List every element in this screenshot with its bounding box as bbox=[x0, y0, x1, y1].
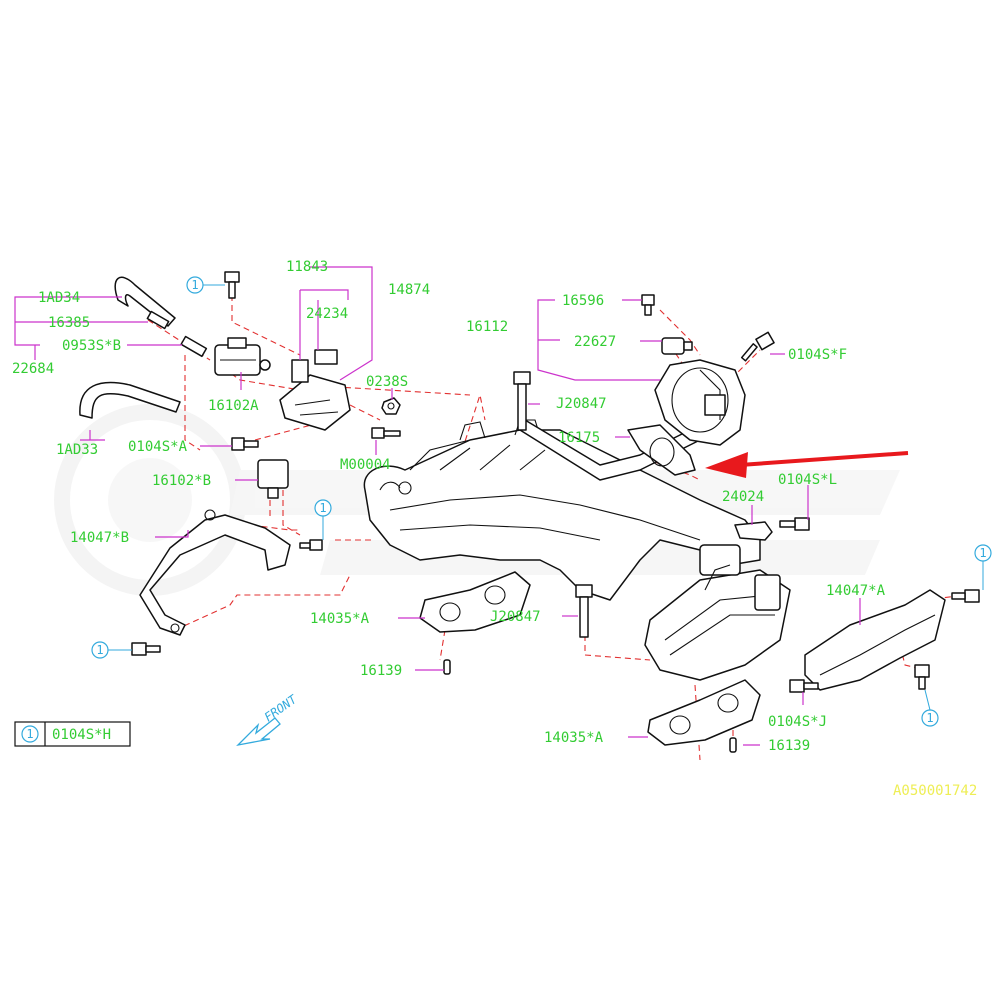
svg-text:1: 1 bbox=[926, 711, 933, 725]
bolt-callout-top bbox=[224, 271, 240, 299]
hose-1ad34 bbox=[114, 276, 176, 327]
label-0104sf: 0104S*F bbox=[788, 347, 847, 363]
pin-16139-b bbox=[729, 737, 737, 753]
part-labels: 1AD34 16385 0953S*B 22684 1AD33 16102A 0… bbox=[12, 259, 886, 754]
gasket-14035a-upper bbox=[419, 571, 531, 633]
label-22684: 22684 bbox=[12, 361, 54, 377]
bolt-16596 bbox=[641, 294, 655, 316]
label-24024: 24024 bbox=[722, 489, 764, 505]
label-14035a-lower: 14035*A bbox=[544, 730, 604, 746]
label-16175: 16175 bbox=[558, 430, 600, 446]
label-14047a: 14047*A bbox=[826, 583, 886, 599]
gasket-16175 bbox=[627, 424, 696, 476]
svg-text:1: 1 bbox=[319, 501, 326, 515]
callout-top: 1 bbox=[186, 276, 225, 294]
label-16596: 16596 bbox=[562, 293, 604, 309]
label-24234: 24234 bbox=[306, 306, 348, 322]
pin-16139-a bbox=[443, 659, 451, 675]
valve-16102b bbox=[257, 459, 289, 499]
nut-0238s bbox=[381, 397, 401, 415]
front-direction-indicator: FRONT bbox=[236, 692, 300, 747]
label-11843: 11843 bbox=[286, 259, 328, 275]
front-label: FRONT bbox=[262, 692, 300, 725]
bolt-m00004 bbox=[371, 427, 401, 439]
label-16102b: 16102*B bbox=[152, 473, 211, 489]
hose-1ad33 bbox=[79, 381, 181, 419]
bolt-14047a-right bbox=[951, 589, 980, 603]
highlight-arrow bbox=[705, 451, 909, 478]
label-16385: 16385 bbox=[48, 315, 90, 331]
bolt-0104sf bbox=[740, 331, 775, 362]
label-22627: 22627 bbox=[574, 334, 616, 350]
leader-lines bbox=[14, 266, 861, 746]
label-j20847-bottom: J20847 bbox=[490, 609, 541, 625]
bolt-14047b-side bbox=[299, 539, 323, 551]
label-m00004: M00004 bbox=[340, 457, 391, 473]
bolt-0104sa bbox=[231, 437, 259, 451]
gasket-14035a-lower bbox=[647, 679, 761, 746]
label-0238s: 0238S bbox=[366, 374, 408, 390]
label-0104sl: 0104S*L bbox=[778, 472, 837, 488]
svg-text:1: 1 bbox=[96, 643, 103, 657]
label-14035a-upper: 14035*A bbox=[310, 611, 370, 627]
label-16139-b: 16139 bbox=[768, 738, 810, 754]
svg-text:1: 1 bbox=[979, 546, 986, 560]
bolt-0104sj bbox=[789, 679, 819, 693]
label-16102a: 16102A bbox=[208, 398, 259, 414]
bolt-j20847-bottom bbox=[575, 584, 593, 638]
label-16112: 16112 bbox=[466, 319, 508, 335]
callout-right-top: 1 bbox=[974, 544, 992, 590]
label-0104sa: 0104S*A bbox=[128, 439, 188, 455]
fitting-16385 bbox=[146, 310, 208, 358]
legend-symbol: 1 bbox=[26, 727, 33, 741]
sensor-22627 bbox=[661, 337, 693, 355]
label-0104sj: 0104S*J bbox=[768, 714, 827, 730]
label-14047b: 14047*B bbox=[70, 530, 129, 546]
label-j20847-top: J20847 bbox=[556, 396, 607, 412]
label-1ad34: 1AD34 bbox=[38, 290, 80, 306]
bolt-0104sl bbox=[779, 517, 810, 531]
bracket-14874 bbox=[279, 349, 351, 431]
valve-16102a bbox=[214, 337, 271, 376]
callout-left-bottom: 1 bbox=[91, 641, 132, 659]
sensor-24024 bbox=[734, 521, 773, 541]
bracket-14047b bbox=[139, 509, 291, 636]
label-16139-a: 16139 bbox=[360, 663, 402, 679]
throttle-body-16112 bbox=[654, 359, 746, 446]
legend-part: 0104S*H bbox=[52, 727, 111, 743]
callout-right-bottom: 1 bbox=[921, 689, 939, 727]
label-14874: 14874 bbox=[388, 282, 430, 298]
legend: 1 0104S*H bbox=[14, 721, 131, 747]
svg-text:1: 1 bbox=[191, 278, 198, 292]
callout-mid: 1 bbox=[314, 499, 332, 540]
bolt-j20847-top bbox=[513, 371, 531, 431]
label-0953sb: 0953S*B bbox=[62, 338, 121, 354]
label-1ad33: 1AD33 bbox=[56, 442, 98, 458]
lower-manifold bbox=[644, 544, 791, 681]
bolt-14047a-lower bbox=[914, 664, 930, 690]
diagram-id: A050001742 bbox=[893, 783, 977, 799]
bolt-left-bottom bbox=[131, 642, 161, 656]
